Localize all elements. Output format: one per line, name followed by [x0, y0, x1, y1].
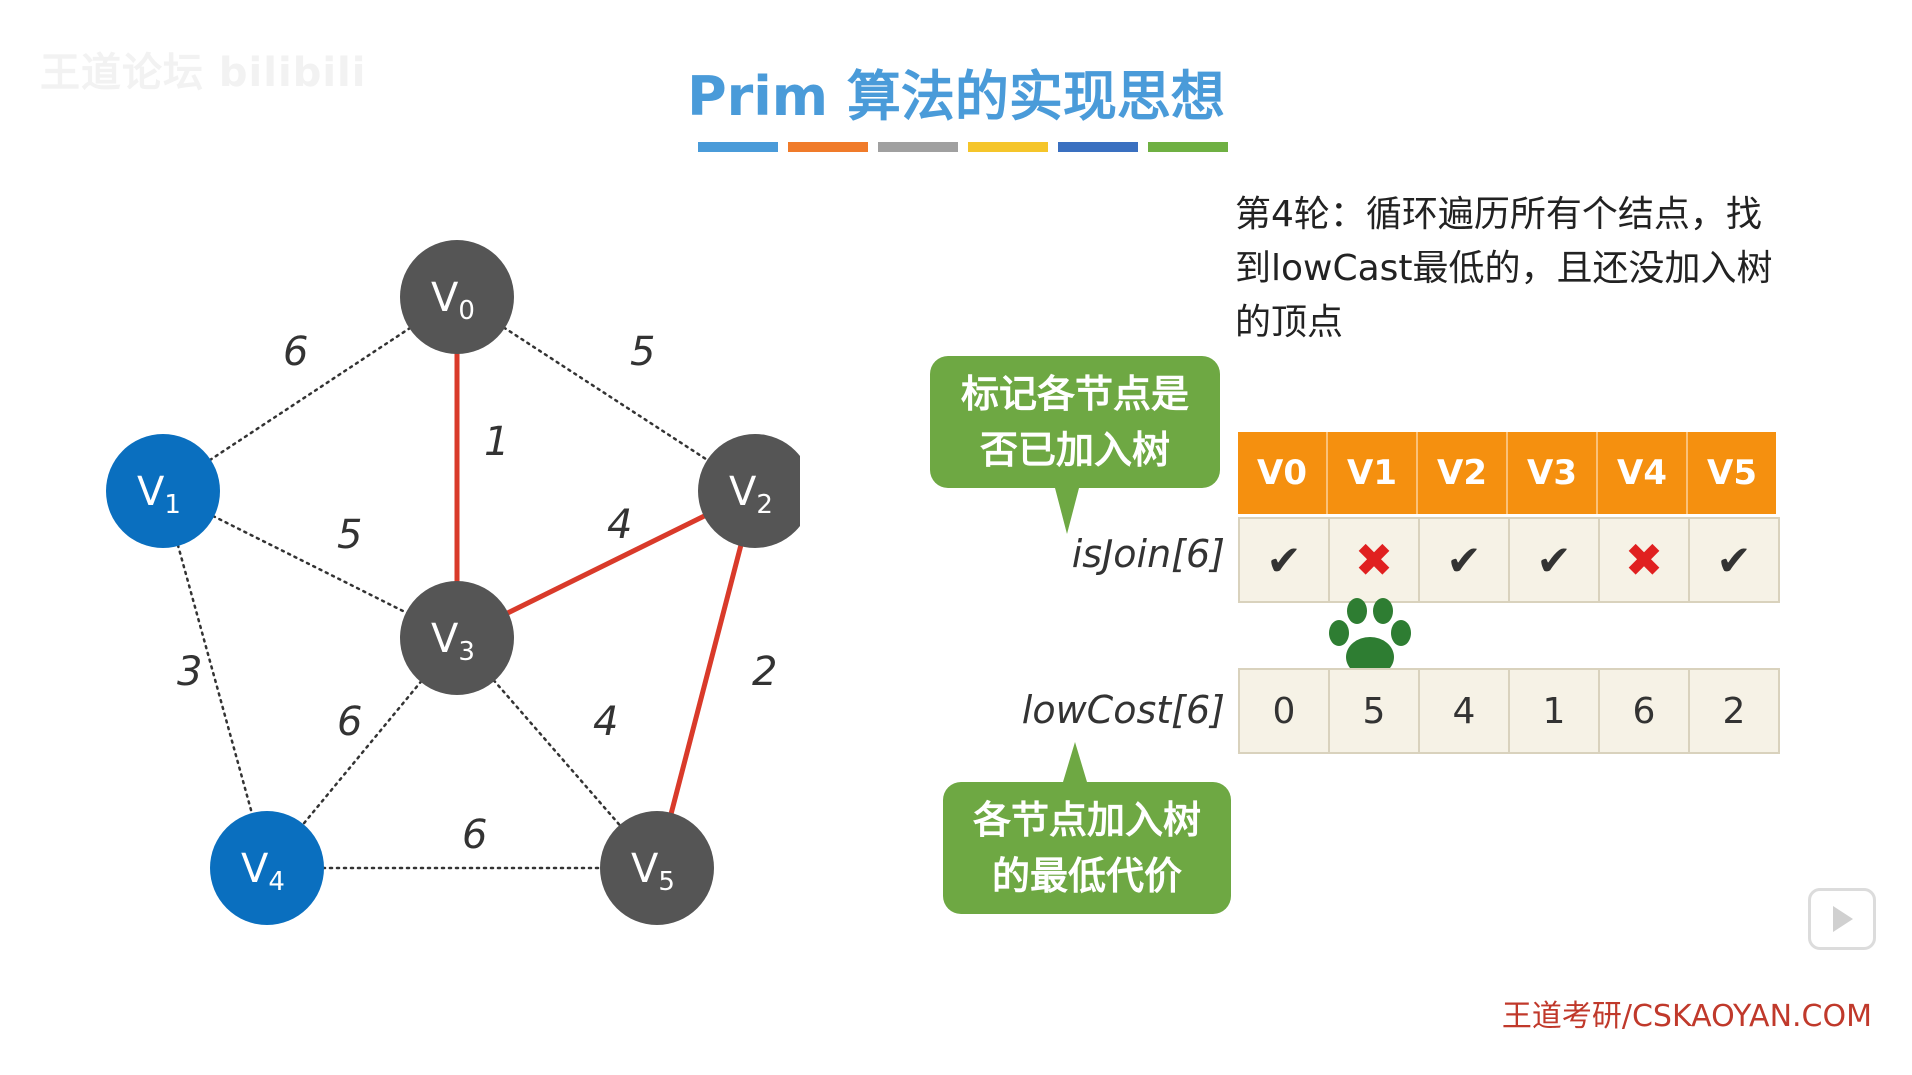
- edge-V2-V5: [654, 490, 758, 869]
- isjoin-cell: ✔: [1418, 517, 1510, 603]
- isjoin-cell: ✖: [1598, 517, 1690, 603]
- header-cell: V0: [1238, 432, 1328, 514]
- header-cell: V5: [1687, 432, 1776, 514]
- edge-weight-label: 3: [177, 649, 202, 695]
- play-icon[interactable]: [1808, 888, 1876, 950]
- node-V3: V3: [400, 581, 514, 695]
- cross-icon: ✖: [1624, 533, 1664, 587]
- callout-tail: [1063, 742, 1087, 782]
- check-icon: ✔: [1716, 535, 1752, 585]
- color-bar: [968, 142, 1048, 152]
- isjoin-array: ✔ ✖ ✔ ✔ ✖ ✔: [1238, 517, 1780, 603]
- color-bar: [698, 142, 778, 152]
- color-bar: [1058, 142, 1138, 152]
- node-circle: [210, 811, 324, 925]
- callout-line: 各节点加入树: [972, 798, 1201, 842]
- cross-icon: ✖: [1354, 533, 1394, 587]
- node-V1: V1: [106, 434, 220, 548]
- check-icon: ✔: [1536, 535, 1572, 585]
- header-cell: V1: [1327, 432, 1418, 514]
- lowcost-array: 0 5 4 1 6 2: [1238, 668, 1780, 754]
- edge-weight-label: 6: [337, 699, 362, 745]
- edge-weight-label: 6: [462, 812, 487, 858]
- node-label: V0: [431, 275, 475, 326]
- page-title: Prim 算法的实现思想: [687, 65, 1225, 128]
- node-circle: [106, 434, 220, 548]
- watermark: 王道论坛 bilibili: [40, 50, 367, 96]
- lowcost-cell: 0: [1238, 668, 1330, 754]
- color-bar: [788, 142, 868, 152]
- lowcost-label: lowCost[6]: [1021, 688, 1225, 732]
- color-bar: [1148, 142, 1228, 152]
- isjoin-callout: 标记各节点是 否已加入树: [930, 356, 1220, 534]
- round-description: 第4轮：循环遍历所有个结点，找到lowCast最低的，且还没加入树的顶点: [1235, 194, 1773, 343]
- edge-V1-V4: [161, 489, 269, 870]
- header-cell: V2: [1417, 432, 1508, 514]
- node-circle: [600, 811, 714, 925]
- isjoin-cell: ✔: [1688, 517, 1780, 603]
- callout-line: 否已加入树: [979, 428, 1170, 472]
- callout-line: 标记各节点是: [960, 372, 1189, 416]
- isjoin-cell: ✔: [1238, 517, 1330, 603]
- node-V2: V2: [698, 434, 800, 548]
- header-cell: V3: [1507, 432, 1598, 514]
- edge-weight-label: 5: [337, 512, 362, 558]
- edge-weight-label: 2: [752, 649, 777, 695]
- color-bar: [878, 142, 958, 152]
- edge-V0-V1: [161, 295, 459, 493]
- callout-tail: [1055, 488, 1079, 534]
- footer-credit: 王道考研/CSKAOYAN.COM: [1501, 999, 1872, 1034]
- isjoin-label: isJoin[6]: [1071, 532, 1225, 576]
- node-V5: V5: [600, 811, 714, 925]
- weights-layer: 6 5 1 5 3 4 2 6 4 6: [177, 329, 777, 858]
- node-V4: V4: [210, 811, 324, 925]
- vertex-header-row: V0 V1 V2 V3 V4 V5: [1238, 432, 1776, 514]
- lowcost-cell: 6: [1598, 668, 1690, 754]
- node-circle: [400, 581, 514, 695]
- isjoin-cell: ✔: [1508, 517, 1600, 603]
- check-icon: ✔: [1266, 535, 1302, 585]
- lowcost-cell: 4: [1418, 668, 1510, 754]
- node-V0: V0: [400, 240, 514, 354]
- edge-weight-label: 4: [593, 699, 618, 745]
- lowcost-cell: 2: [1688, 668, 1780, 754]
- lowcost-cell: 1: [1508, 668, 1600, 754]
- lowcost-cell: 5: [1328, 668, 1420, 754]
- check-icon: ✔: [1446, 535, 1482, 585]
- edge-weight-label: 6: [283, 329, 308, 375]
- edge-weight-label: 5: [630, 329, 655, 375]
- node-circle: [400, 240, 514, 354]
- node-circle: [698, 434, 800, 548]
- edge-weight-label: 4: [607, 502, 632, 548]
- edge-V0-V2: [455, 295, 757, 493]
- paw-icon: [1329, 598, 1411, 677]
- lowcost-callout: 各节点加入树 的最低代价: [943, 742, 1231, 914]
- isjoin-cell: ✖: [1328, 517, 1420, 603]
- callout-line: 的最低代价: [991, 854, 1182, 898]
- header-cell: V4: [1597, 432, 1688, 514]
- edge-weight-label: 1: [484, 419, 509, 465]
